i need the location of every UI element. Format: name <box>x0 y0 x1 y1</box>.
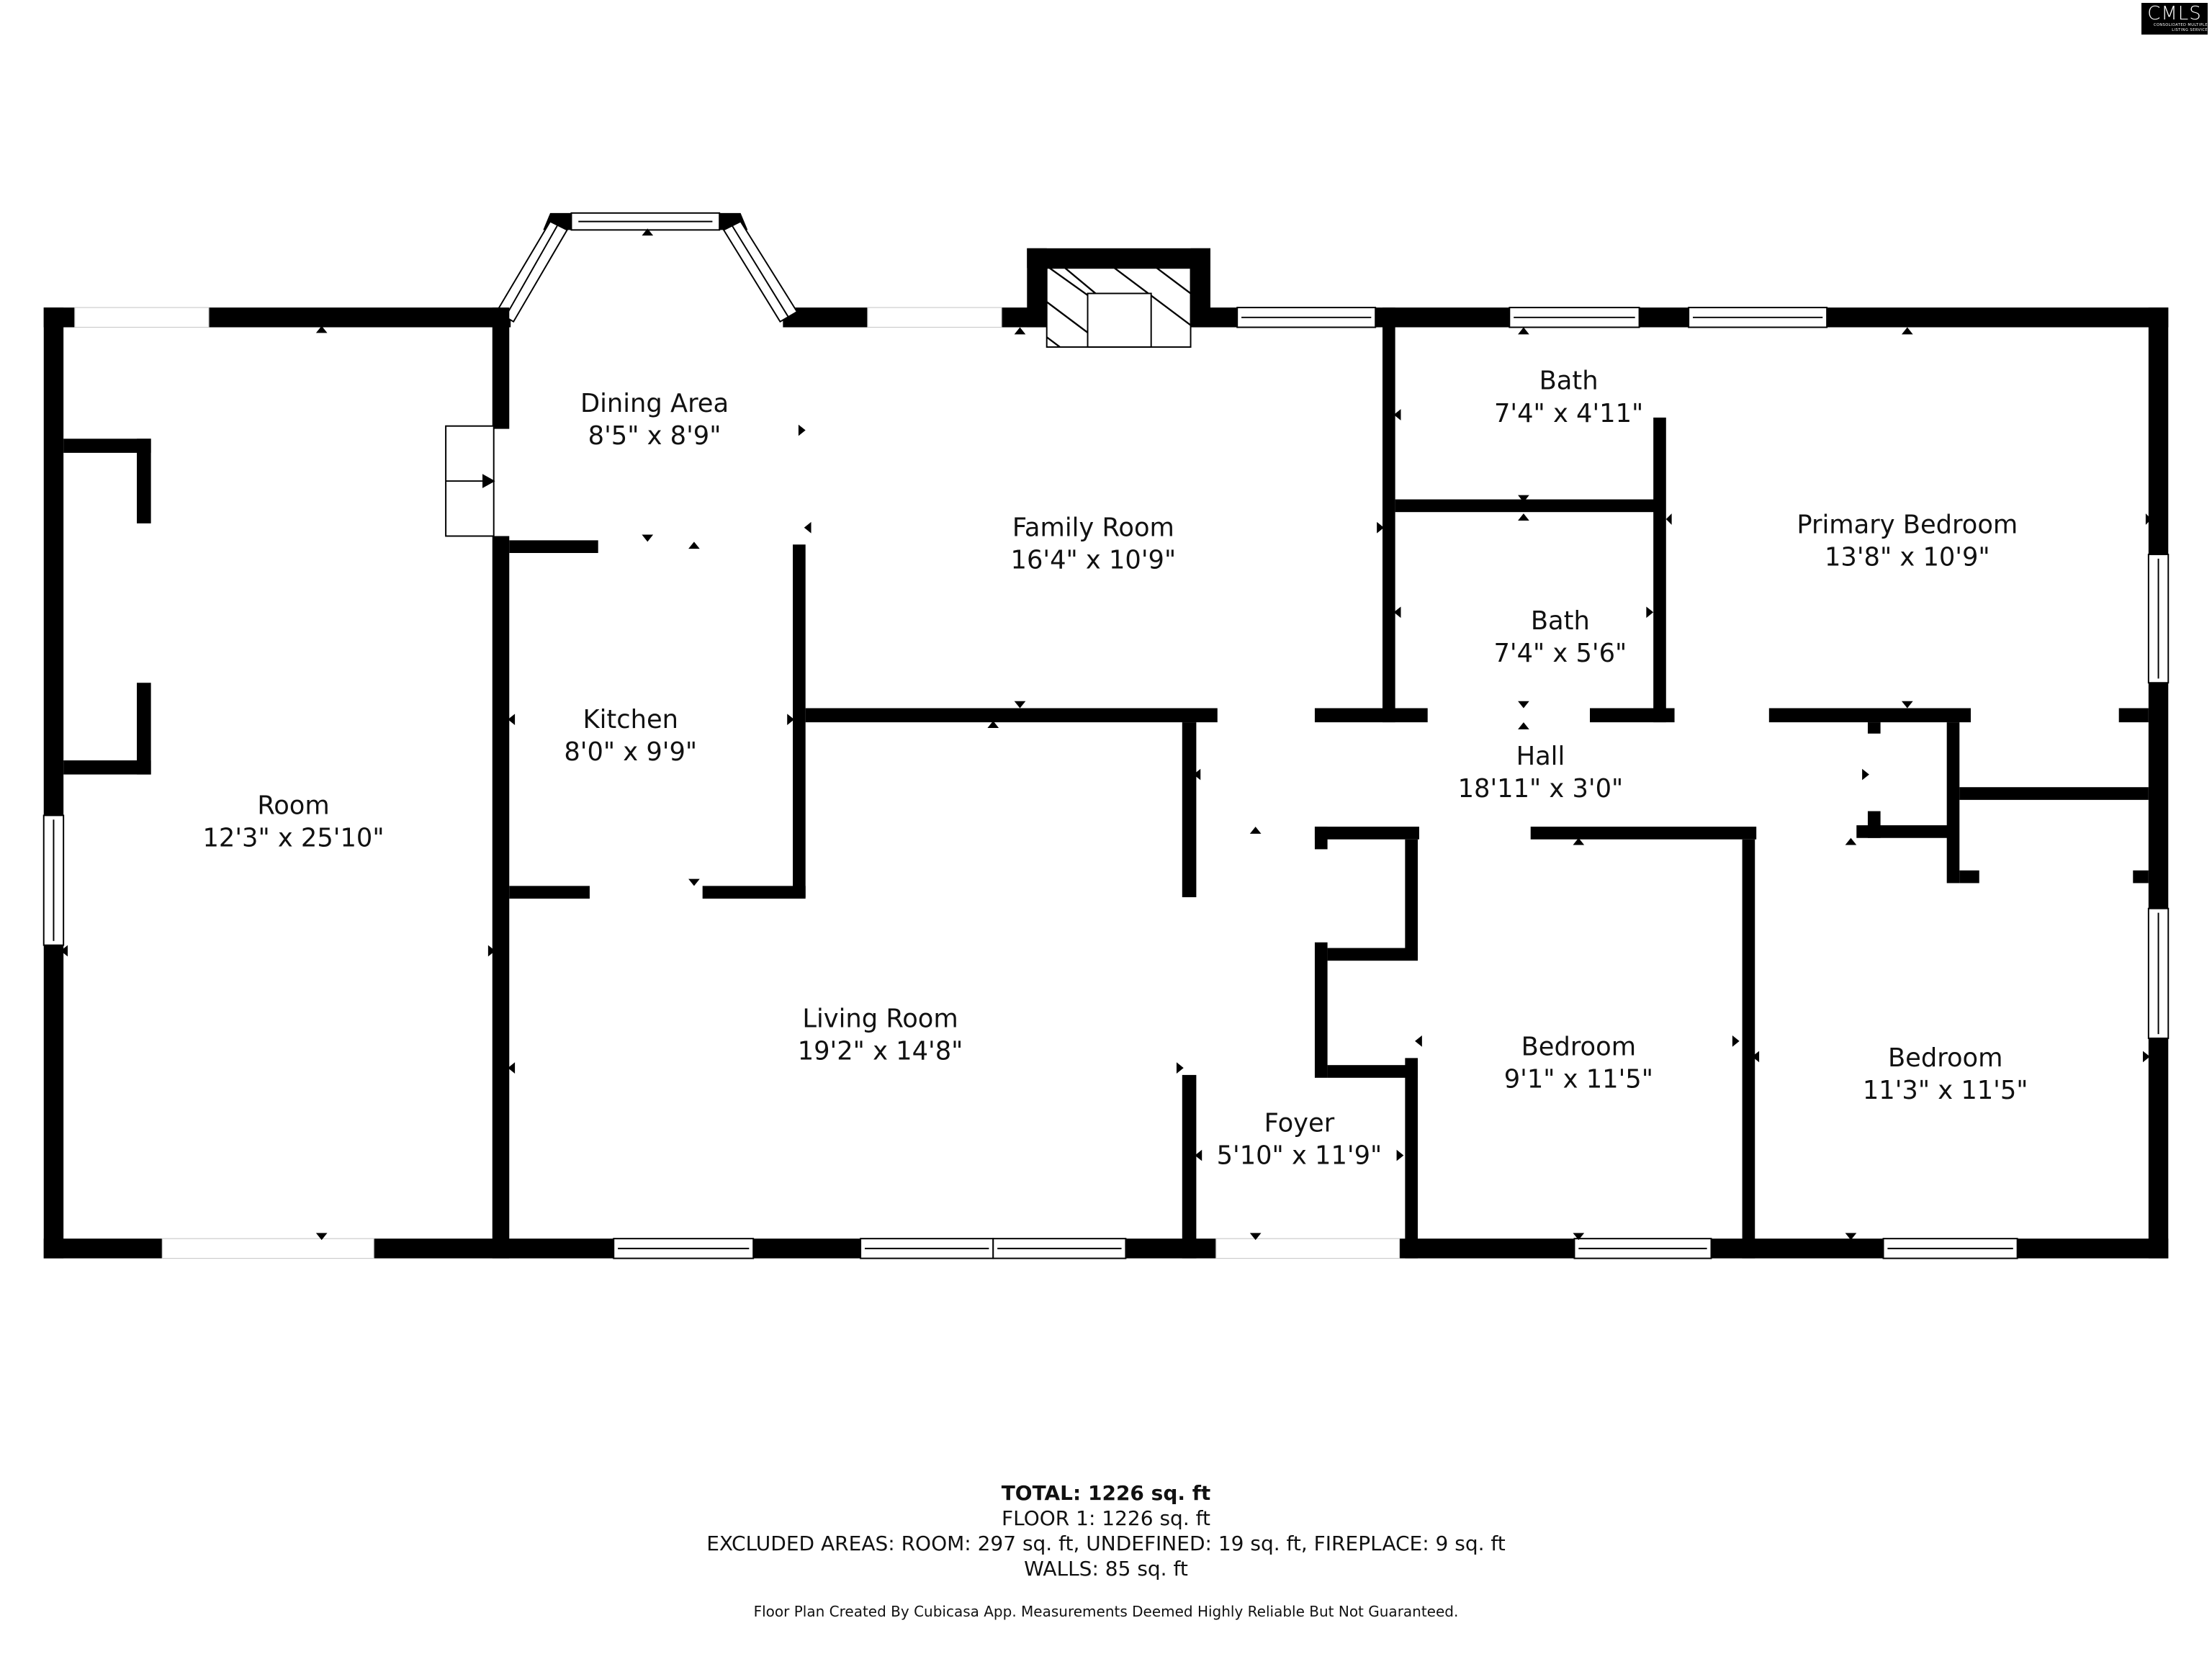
room-name-bath-2: Bath <box>1531 606 1590 636</box>
room-name-primary-bedroom: Primary Bedroom <box>1797 511 2018 540</box>
room-dims-living-room: 19'2" x 14'8" <box>798 1036 963 1066</box>
floor1-area: FLOOR 1: 1226 sq. ft <box>1002 1506 1210 1530</box>
room-name-foyer: Foyer <box>1264 1108 1335 1138</box>
room-dims-foyer: 5'10" x 11'9" <box>1217 1141 1382 1170</box>
logo-subtitle: CONSOLIDATED MULTIPLE LISTING SERVICE <box>2153 23 2208 32</box>
room-name-kitchen: Kitchen <box>583 705 678 734</box>
logo-text: CMLS <box>2147 3 2202 24</box>
room-dims-bath-2: 7'4" x 5'6" <box>1493 639 1627 668</box>
exterior-walls <box>43 248 2169 1259</box>
room-dims-primary-bedroom: 13'8" x 10'9" <box>1825 543 1990 572</box>
excluded-areas: EXCLUDED AREAS: ROOM: 297 sq. ft, UNDEFI… <box>706 1532 1506 1555</box>
room-dims-bath-1: 7'4" x 4'11" <box>1494 399 1643 428</box>
interior-walls <box>63 307 2149 1259</box>
room-name-bath-1: Bath <box>1539 367 1599 396</box>
windows <box>42 307 2170 1259</box>
room-dims-kitchen: 8'0" x 9'9" <box>564 737 697 767</box>
room-dims-hall: 18'11" x 3'0" <box>1458 774 1624 804</box>
room-dims-bedroom-1: 9'1" x 11'5" <box>1504 1065 1653 1094</box>
dimension-markers <box>60 228 2152 1241</box>
room-name-dining-area: Dining Area <box>580 389 729 418</box>
room-dims-bedroom-2: 11'3" x 11'5" <box>1863 1076 2028 1105</box>
room-name-living-room: Living Room <box>802 1004 958 1033</box>
cmls-logo: CMLS CONSOLIDATED MULTIPLE LISTING SERVI… <box>2141 3 2208 35</box>
total-area: TOTAL: 1226 sq. ft <box>1001 1481 1211 1505</box>
room-dims-family-room: 16'4" x 10'9" <box>1011 546 1177 575</box>
area-summary: TOTAL: 1226 sq. ft FLOOR 1: 1226 sq. ft … <box>0 1480 2212 1581</box>
room-dims-dining-area: 8'5" x 8'9" <box>588 421 721 451</box>
room-name-bedroom-1: Bedroom <box>1521 1032 1636 1061</box>
room-name-family-room: Family Room <box>1012 513 1174 542</box>
walls-area: WALLS: 85 sq. ft <box>1024 1557 1188 1581</box>
room-labels: Room 12'3" x 25'10" Dining Area 8'5" x 8… <box>202 367 2028 1171</box>
fireplace <box>1046 267 1192 348</box>
disclaimer: Floor Plan Created By Cubicasa App. Meas… <box>753 1603 1459 1620</box>
room-dims-room: 12'3" x 25'10" <box>202 824 384 853</box>
room-name-bedroom-2: Bedroom <box>1888 1043 2002 1073</box>
room-name-room: Room <box>257 791 329 820</box>
room-name-hall: Hall <box>1516 742 1565 771</box>
